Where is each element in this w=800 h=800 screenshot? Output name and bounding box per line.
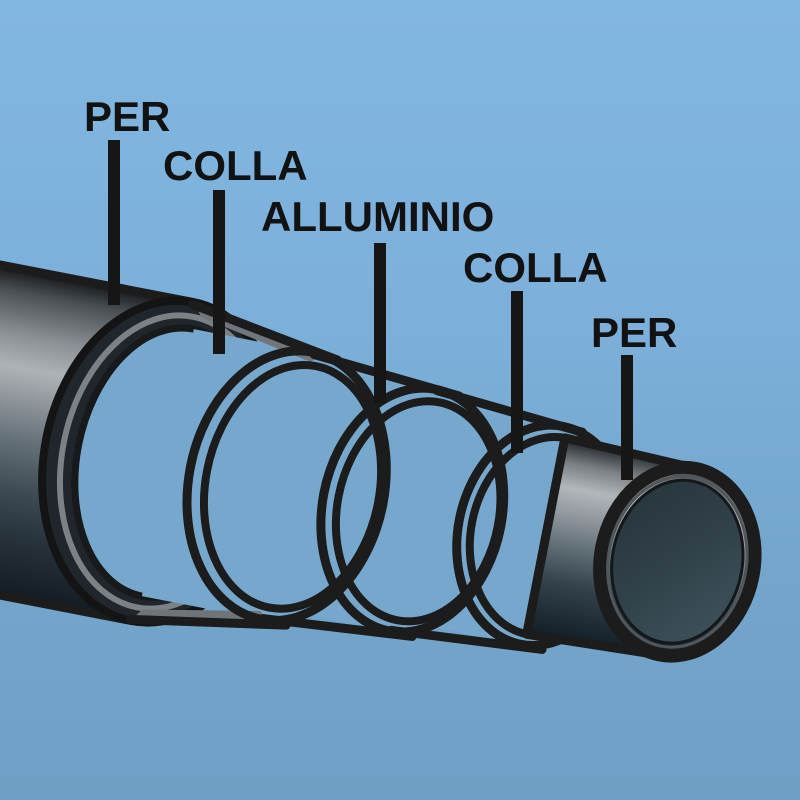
leader-line-per-outer xyxy=(108,140,120,305)
leader-line-alluminio xyxy=(374,243,386,403)
label-alluminio: ALLUMINIO xyxy=(261,193,495,240)
inner-pipe-cap-rim xyxy=(606,474,749,649)
label-colla-outer: COLLA xyxy=(163,142,308,189)
label-colla-inner: COLLA xyxy=(463,244,608,291)
label-per-inner: PER xyxy=(591,309,678,356)
alluminio-ring-inner xyxy=(331,397,505,626)
colla-outer-ring-outer xyxy=(182,346,391,626)
inner-pipe-cap-face xyxy=(610,478,745,645)
leader-line-per-inner xyxy=(621,355,633,480)
inner-pipe-cap-ring xyxy=(593,460,762,663)
leader-line-colla-outer xyxy=(213,190,225,354)
label-per-outer: PER xyxy=(84,93,171,140)
colla-outer-ring-inner xyxy=(199,360,386,613)
leader-line-colla-inner xyxy=(511,291,523,453)
